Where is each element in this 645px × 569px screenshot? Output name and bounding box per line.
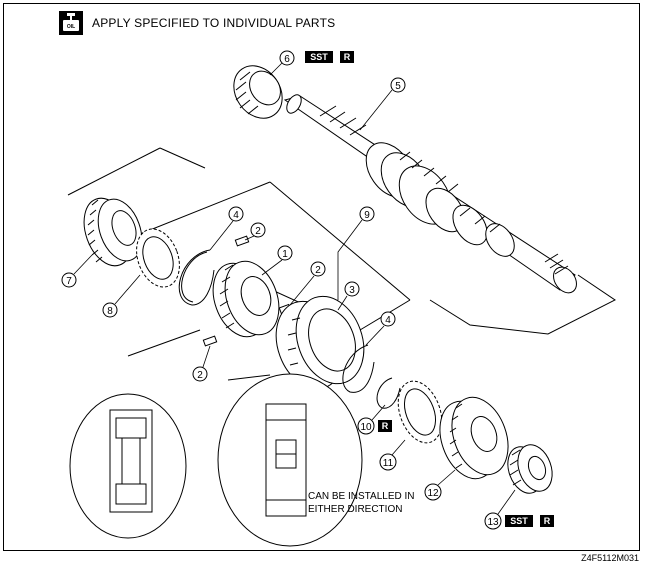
num-9: 9 bbox=[359, 206, 375, 222]
tags-13: SST R bbox=[505, 515, 554, 527]
sst-tag bbox=[305, 51, 333, 63]
svg-text:R: R bbox=[344, 52, 351, 62]
svg-text:9: 9 bbox=[364, 210, 370, 221]
oil-can-icon: OIL bbox=[59, 11, 83, 35]
svg-text:12: 12 bbox=[427, 488, 439, 499]
callout-leader-right bbox=[227, 374, 271, 381]
svg-text:4: 4 bbox=[233, 210, 239, 221]
num-5: 5 bbox=[390, 77, 406, 93]
legend-header: OIL APPLY SPECIFIED TO INDIVIDUAL PARTS bbox=[58, 10, 335, 36]
header-text: APPLY SPECIFIED TO INDIVIDUAL PARTS bbox=[92, 16, 336, 30]
leader-lines bbox=[73, 62, 516, 515]
svg-text:R: R bbox=[382, 421, 389, 431]
num-2c: 2 bbox=[192, 366, 208, 382]
num-7: 7 bbox=[61, 272, 77, 288]
diagram-frame bbox=[3, 3, 640, 551]
figure-code: Z4F5112M031 bbox=[581, 553, 639, 563]
bearing-13 bbox=[507, 444, 553, 494]
num-10: 10 bbox=[357, 417, 375, 435]
num-4a: 4 bbox=[228, 206, 244, 222]
num-13: 13 bbox=[484, 512, 502, 530]
svg-text:4: 4 bbox=[385, 315, 391, 326]
note-line-2: EITHER DIRECTION bbox=[308, 504, 402, 515]
svg-text:2: 2 bbox=[315, 265, 321, 276]
r-tag bbox=[378, 420, 392, 432]
num-6: 6 bbox=[279, 50, 295, 66]
svg-text:11: 11 bbox=[383, 458, 394, 469]
hub-sleeve-3 bbox=[275, 295, 365, 390]
key-2c bbox=[202, 335, 218, 347]
svg-text:OIL: OIL bbox=[67, 24, 75, 30]
svg-text:R: R bbox=[544, 516, 551, 526]
r-tag bbox=[340, 51, 354, 63]
svg-text:1: 1 bbox=[282, 249, 288, 260]
snap-ring-4b bbox=[342, 344, 375, 393]
svg-text:5: 5 bbox=[395, 81, 401, 92]
bearing-6 bbox=[233, 65, 283, 119]
part-numbers: 6 5 4 2 1 9 2 3 4 7 8 2 10 11 12 13 bbox=[61, 50, 502, 530]
svg-text:2: 2 bbox=[197, 370, 203, 381]
num-4b: 4 bbox=[380, 311, 396, 327]
num-2b: 2 bbox=[310, 261, 326, 277]
tags-10: R bbox=[378, 420, 392, 432]
sync-ring-8 bbox=[136, 228, 180, 288]
bracket-right bbox=[429, 274, 616, 335]
bracket-left bbox=[67, 147, 206, 196]
r-tag bbox=[540, 515, 554, 527]
num-12: 12 bbox=[424, 483, 442, 501]
gear-7 bbox=[83, 197, 143, 267]
svg-text:SST: SST bbox=[510, 516, 528, 526]
svg-text:2: 2 bbox=[255, 226, 261, 237]
main-shaft bbox=[283, 94, 577, 294]
snap-ring-10 bbox=[376, 377, 401, 409]
svg-text:10: 10 bbox=[360, 422, 372, 433]
note-line-1: CAN BE INSTALLED IN bbox=[308, 491, 415, 502]
tags-6: SST R bbox=[305, 51, 354, 63]
svg-text:6: 6 bbox=[284, 54, 290, 65]
bracket-center bbox=[129, 181, 411, 331]
sync-ring-11 bbox=[397, 380, 443, 444]
num-1: 1 bbox=[277, 245, 293, 261]
sst-tag bbox=[505, 515, 533, 527]
gear-12 bbox=[439, 396, 509, 480]
svg-text:SST: SST bbox=[310, 52, 328, 62]
snap-ring-4a bbox=[178, 249, 215, 306]
num-11: 11 bbox=[379, 453, 397, 471]
svg-text:7: 7 bbox=[66, 276, 72, 287]
key-2a bbox=[234, 235, 250, 247]
svg-text:8: 8 bbox=[107, 306, 113, 317]
svg-text:13: 13 bbox=[487, 517, 499, 528]
detail-hub-section bbox=[109, 409, 153, 513]
num-8: 8 bbox=[102, 302, 118, 318]
num-2a: 2 bbox=[250, 222, 266, 238]
clutch-hub-1 bbox=[212, 260, 280, 338]
detail-sleeve-section bbox=[265, 403, 307, 517]
callout-leader-left bbox=[127, 329, 201, 357]
svg-text:3: 3 bbox=[349, 285, 355, 296]
num-3: 3 bbox=[344, 281, 360, 297]
